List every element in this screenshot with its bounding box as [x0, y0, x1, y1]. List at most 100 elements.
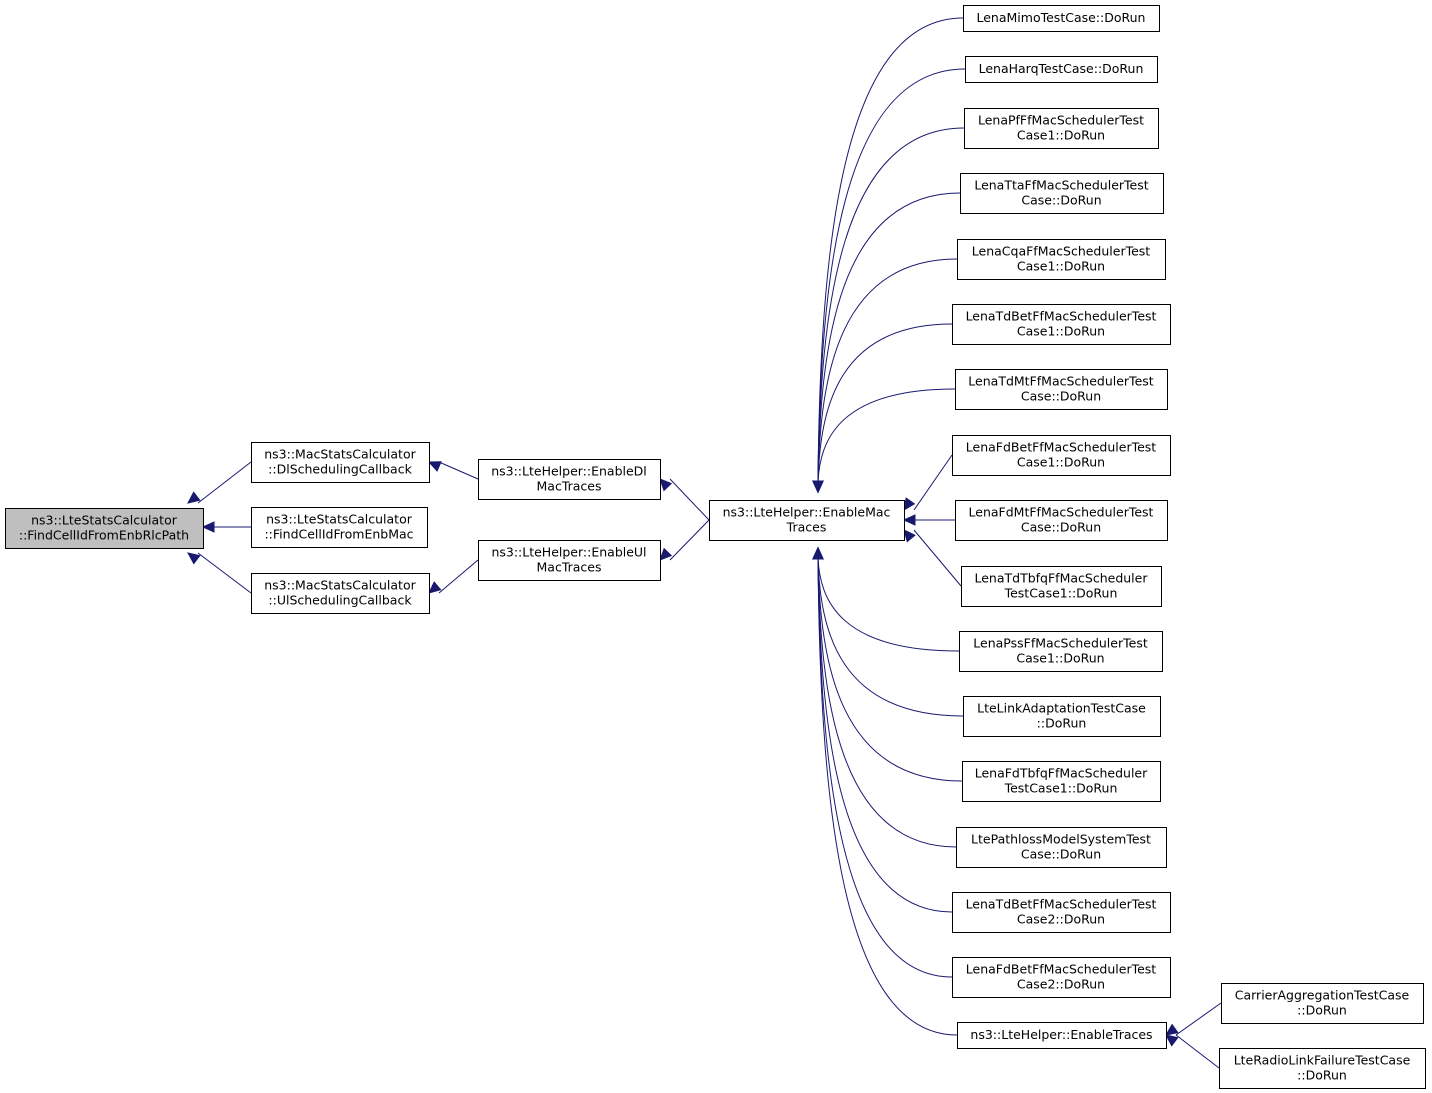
- node-label-line: LenaFdMtFfMacSchedulerTest: [969, 505, 1154, 520]
- call-edge-enablemac-to-enableul: [659, 519, 710, 561]
- node-label-line: ::DoRun: [1297, 1003, 1347, 1018]
- node-ca[interactable]: CarrierAggregationTestCase::DoRun: [1221, 983, 1424, 1024]
- node-box: [5, 508, 204, 549]
- arrowhead-icon: [903, 497, 916, 511]
- node-box: [965, 56, 1158, 83]
- arrowhead-icon: [201, 521, 215, 533]
- node-box: [952, 957, 1171, 998]
- node-box: [963, 696, 1161, 737]
- arrowhead-icon: [428, 581, 442, 594]
- node-box: [956, 827, 1167, 868]
- call-edge-enablemac-to-enabledl: [659, 478, 710, 521]
- node-findmac[interactable]: ns3::LteStatsCalculator::FindCellIdFromE…: [251, 507, 428, 548]
- node-box: [251, 573, 430, 614]
- node-label-line: LenaTdTbfqFfMacScheduler: [975, 571, 1149, 586]
- edges-layer: [187, 17, 1222, 1069]
- node-box: [952, 435, 1171, 476]
- node-label-line: Case::DoRun: [1021, 193, 1101, 208]
- call-edge-enabletraces-to-enablemac: [812, 546, 958, 1036]
- node-label-line: ns3::LteHelper::EnableTraces: [970, 1027, 1152, 1042]
- node-ulsched[interactable]: ns3::MacStatsCalculator::UlSchedulingCal…: [251, 573, 430, 614]
- arrowhead-icon: [659, 478, 673, 492]
- node-label-line: ::UlSchedulingCallback: [268, 593, 412, 608]
- arrowhead-icon: [902, 514, 916, 526]
- node-label-line: LenaFdTbfqFfMacScheduler: [975, 766, 1148, 781]
- node-label-line: MacTraces: [537, 479, 602, 494]
- node-label-line: Case1::DoRun: [1017, 259, 1105, 274]
- node-label-line: LenaTdBetFfMacSchedulerTest: [966, 897, 1157, 912]
- node-box: [961, 566, 1162, 607]
- node-box: [962, 761, 1161, 802]
- node-dlsched[interactable]: ns3::MacStatsCalculator::DlSchedulingCal…: [251, 442, 430, 483]
- node-rlf[interactable]: LteRadioLinkFailureTestCase::DoRun: [1219, 1048, 1426, 1089]
- node-label-line: LteRadioLinkFailureTestCase: [1234, 1053, 1411, 1068]
- node-label-line: TestCase1::DoRun: [1004, 586, 1118, 601]
- node-label-line: Traces: [786, 520, 827, 535]
- node-label-line: TestCase1::DoRun: [1004, 781, 1118, 796]
- arrowhead-icon: [427, 461, 442, 472]
- node-label-line: Case::DoRun: [1021, 389, 1101, 404]
- node-t12[interactable]: LteLinkAdaptationTestCase::DoRun: [963, 696, 1161, 737]
- node-label-line: LenaTtaFfMacSchedulerTest: [974, 178, 1148, 193]
- node-box: [964, 108, 1159, 149]
- node-label-line: Case2::DoRun: [1017, 977, 1105, 992]
- node-label-line: Case1::DoRun: [1016, 651, 1104, 666]
- arrowhead-icon: [187, 552, 201, 565]
- arrowhead-icon: [1165, 1034, 1179, 1047]
- node-label-line: Case1::DoRun: [1017, 455, 1105, 470]
- node-box: [952, 892, 1171, 933]
- node-label-line: ns3::MacStatsCalculator: [264, 447, 416, 462]
- node-label-line: ns3::MacStatsCalculator: [264, 578, 416, 593]
- node-box: [952, 304, 1171, 345]
- call-edge-enableul-to-ulsched: [428, 559, 479, 594]
- node-label-line: MacTraces: [537, 560, 602, 575]
- node-label-line: LenaTdBetFfMacSchedulerTest: [966, 309, 1157, 324]
- node-box: [1221, 983, 1424, 1024]
- node-label-line: Case::DoRun: [1021, 520, 1101, 535]
- node-label-line: LtePathlossModelSystemTest: [971, 832, 1151, 847]
- arrowhead-icon: [659, 547, 673, 561]
- node-t2[interactable]: LenaHarqTestCase::DoRun: [965, 56, 1158, 83]
- node-box: [955, 500, 1168, 541]
- node-label-line: ns3::LteHelper::EnableUl: [491, 545, 646, 560]
- node-box: [478, 540, 661, 581]
- call-edge-t9-to-enablemac: [902, 514, 955, 526]
- node-label-line: ::DlSchedulingCallback: [268, 462, 412, 477]
- call-edge-dlsched-to-root: [187, 461, 252, 504]
- node-box: [963, 5, 1160, 32]
- node-box: [1219, 1048, 1426, 1089]
- arrowhead-icon: [812, 480, 824, 494]
- node-t1[interactable]: LenaMimoTestCase::DoRun: [963, 5, 1160, 32]
- call-edge-t5-to-enablemac: [812, 258, 958, 494]
- node-label-line: ::FindCellIdFromEnbMac: [264, 527, 413, 542]
- node-label-line: CarrierAggregationTestCase: [1235, 988, 1410, 1003]
- call-edge-t6-to-enablemac: [812, 323, 953, 494]
- arrowhead-icon: [812, 546, 824, 560]
- call-edge-t15-to-enablemac: [812, 546, 953, 913]
- node-label-line: ::FindCellIdFromEnbRlcPath: [19, 528, 189, 543]
- node-label-line: Case::DoRun: [1021, 847, 1101, 862]
- arrowhead-icon: [1165, 1023, 1179, 1036]
- call-edge-t7-to-enablemac: [812, 388, 956, 494]
- node-label-line: ::DoRun: [1037, 716, 1087, 731]
- call-edge-findmac-to-root: [201, 521, 251, 533]
- call-edge-rlf-to-enabletraces: [1165, 1034, 1220, 1069]
- node-enabletraces[interactable]: ns3::LteHelper::EnableTraces: [957, 1022, 1167, 1049]
